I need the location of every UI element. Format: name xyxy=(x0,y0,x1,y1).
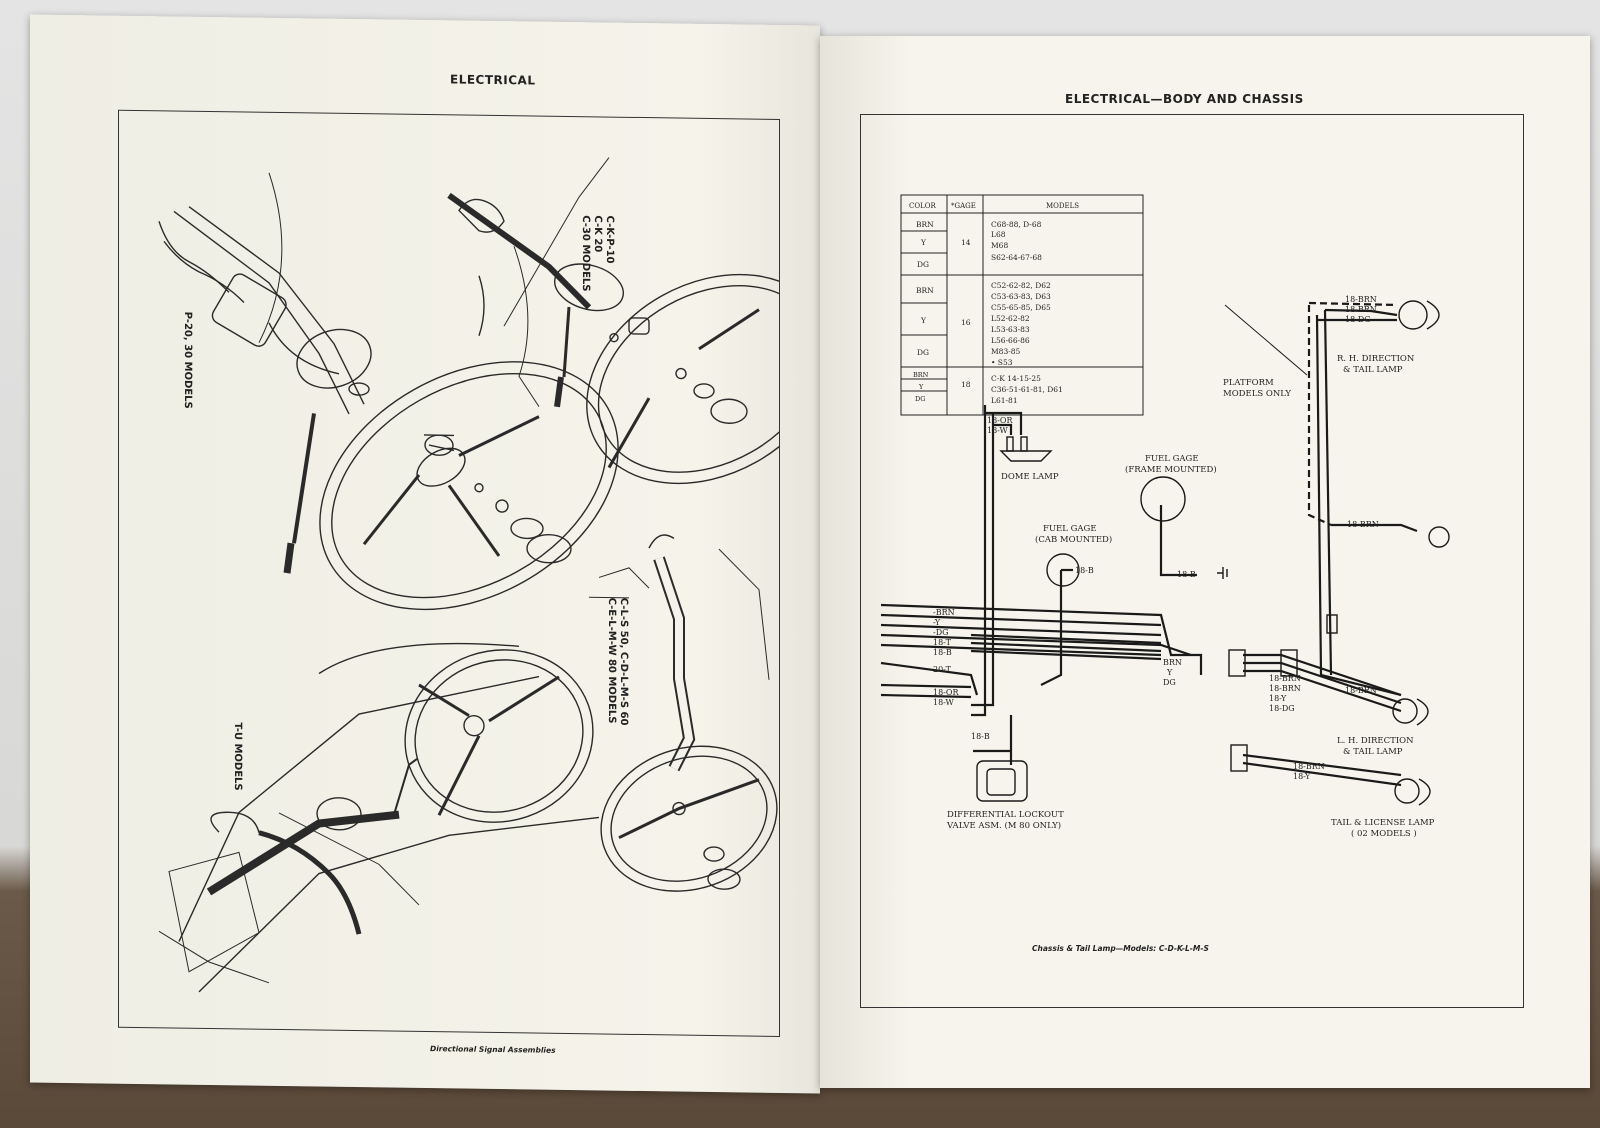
wire-lh-y: 18-Y xyxy=(1269,694,1287,703)
table-models-g3-2: L61-81 xyxy=(991,396,1018,405)
table-models-g2-0: C52-62-82, D62 xyxy=(991,281,1051,290)
wire-rh-dg: 18-DG xyxy=(1345,315,1371,324)
wire-bus-t: 18-T xyxy=(933,638,952,647)
table-color-g3-2: DG xyxy=(915,395,925,403)
table-color-g1-2: DG xyxy=(917,260,929,269)
left-page-title: ELECTRICAL xyxy=(450,72,536,88)
dome-lamp-label: DOME LAMP xyxy=(1001,472,1059,482)
wire-conn-y: Y xyxy=(1166,668,1173,677)
license-lamp-label-1: TAIL & LICENSE LAMP xyxy=(1331,818,1435,828)
wire-lh-brn-1: 18-BRN xyxy=(1269,674,1301,683)
diff-valve-label-2: VALVE ASM. (M 80 ONLY) xyxy=(946,820,1061,831)
table-gage-g1: 14 xyxy=(961,238,971,247)
rh-lamp-label-1: R. H. DIRECTION xyxy=(1337,354,1415,364)
wire-conn-brn: BRN xyxy=(1163,658,1182,667)
fuel-cab-label-1: FUEL GAGE xyxy=(1043,524,1097,534)
lh-lamp-label-1: L. H. DIRECTION xyxy=(1337,736,1414,746)
right-page-caption: Chassis & Tail Lamp—Models: C-D-K-L-M-S xyxy=(1032,944,1209,953)
table-models-g1-3: S62-64-67-68 xyxy=(991,253,1042,262)
fuel-cab-label-2: (CAB MOUNTED) xyxy=(1035,534,1112,545)
table-models-g3-1: C36-51-61-81, D61 xyxy=(991,385,1063,394)
table-models-g2-6: M83-85 xyxy=(991,347,1021,356)
table-color-g1-0: BRN xyxy=(916,220,934,229)
left-page-caption: Directional Signal Assemblies xyxy=(430,1044,556,1055)
wire-tl-brn: 18-BRN xyxy=(1293,762,1325,771)
table-color-g2-0: BRN xyxy=(916,286,934,295)
table-models-g1-1: L68 xyxy=(991,230,1006,239)
table-models-g2-3: L52-62-82 xyxy=(991,314,1030,323)
table-header-gage: *GAGE xyxy=(951,202,976,210)
wire-fuel-b: 18-B xyxy=(1075,566,1094,575)
directional-signal-illustration: C-K-P-10 C-K 20 C-30 MODELS P-20, 30 MOD… xyxy=(158,157,832,993)
table-color-g1-1: Y xyxy=(920,238,927,247)
platform-label-2: MODELS ONLY xyxy=(1223,389,1291,399)
wire-bus-20t: 20-T xyxy=(933,665,952,674)
wire-bus-brn: -BRN xyxy=(933,608,955,617)
wiring-diagram-frame: COLOR *GAGE MODELS BRN Y DG 14 C68-88, D… xyxy=(860,114,1524,1008)
lh-lamp-label-2: & TAIL LAMP xyxy=(1343,747,1403,757)
license-lamp-label-2: ( 02 MODELS ) xyxy=(1351,828,1417,839)
fuel-frame-label-1: FUEL GAGE xyxy=(1145,454,1199,464)
ck-models-label-1: C-K-P-10 xyxy=(604,215,615,263)
table-models-g1-2: M68 xyxy=(991,241,1008,250)
wire-bus-or: 18-OR xyxy=(933,688,959,697)
cl-models-label-1: C-L-S 50, C-D-L-M-S 60 xyxy=(618,598,629,726)
table-models-g2-7: • S53 xyxy=(991,358,1013,367)
table-models-g2-2: C55-65-85, D65 xyxy=(991,303,1051,312)
table-models-g2-4: L53-63-83 xyxy=(991,325,1030,334)
wire-diff-b: 18-B xyxy=(971,732,990,741)
wire-platform-brn: 18-BRN xyxy=(1347,520,1379,529)
tu-models-label: T-U MODELS xyxy=(232,722,243,790)
left-page: ELECTRICAL xyxy=(30,14,832,1094)
ck-models-label-3: C-30 MODELS xyxy=(580,215,591,291)
wire-tl-y: 18-Y xyxy=(1293,772,1311,781)
table-gage-g2: 16 xyxy=(961,318,971,327)
p-models-label: P-20, 30 MODELS xyxy=(182,312,193,409)
table-models-g3-0: C-K 14-15-25 xyxy=(991,374,1041,383)
table-color-g2-2: DG xyxy=(917,348,929,357)
table-models-g1-0: C68-88, D-68 xyxy=(991,220,1042,229)
left-illustration-frame: C-K-P-10 C-K 20 C-30 MODELS P-20, 30 MOD… xyxy=(118,109,832,1037)
wire-lh-dg: 18-DG xyxy=(1269,704,1295,713)
table-gage-g3: 18 xyxy=(961,380,971,389)
cl-models-label-2: C-E-L-M-W 80 MODELS xyxy=(606,598,617,724)
table-color-g2-1: Y xyxy=(920,316,927,325)
wire-w: 18-W xyxy=(987,426,1008,435)
wire-bus-y: -Y xyxy=(933,618,941,627)
table-color-g3-1: Y xyxy=(918,383,924,391)
wire-lh-brn-3: 18-BRN xyxy=(1345,686,1377,695)
wiring-diagram: COLOR *GAGE MODELS BRN Y DG 14 C68-88, D… xyxy=(880,194,1450,839)
fuel-frame-label-2: (FRAME MOUNTED) xyxy=(1125,464,1217,475)
table-color-g3-0: BRN xyxy=(913,371,929,379)
wire-rh-brn: 18-BRN xyxy=(1345,305,1377,314)
wire-fuel-frame-b: 18-B xyxy=(1177,570,1196,579)
table-models-g2-5: L56-66-86 xyxy=(991,336,1030,345)
wire-rh-brn-dashed: 18-BRN xyxy=(1345,295,1377,304)
wire-bus-dg: -DG xyxy=(933,628,949,637)
diff-valve-label-1: DIFFERENTIAL LOCKOUT xyxy=(947,810,1064,820)
right-page: ELECTRICAL—BODY AND CHASSIS xyxy=(820,36,1590,1088)
table-header-color: COLOR xyxy=(909,202,936,210)
platform-label-1: PLATFORM xyxy=(1223,378,1274,388)
wire-lh-brn-2: 18-BRN xyxy=(1269,684,1301,693)
right-page-title: ELECTRICAL—BODY AND CHASSIS xyxy=(1065,92,1304,106)
wire-bus-b: 18-B xyxy=(933,648,952,657)
rh-lamp-label-2: & TAIL LAMP xyxy=(1343,365,1403,375)
wire-or: 18-OR xyxy=(987,416,1013,425)
wire-conn-dg: DG xyxy=(1163,678,1176,687)
wire-bus-w: 18-W xyxy=(933,698,954,707)
table-models-g2-1: C53-63-83, D63 xyxy=(991,292,1051,301)
ck-models-label-2: C-K 20 xyxy=(592,215,603,252)
table-header-models: MODELS xyxy=(1046,202,1079,210)
